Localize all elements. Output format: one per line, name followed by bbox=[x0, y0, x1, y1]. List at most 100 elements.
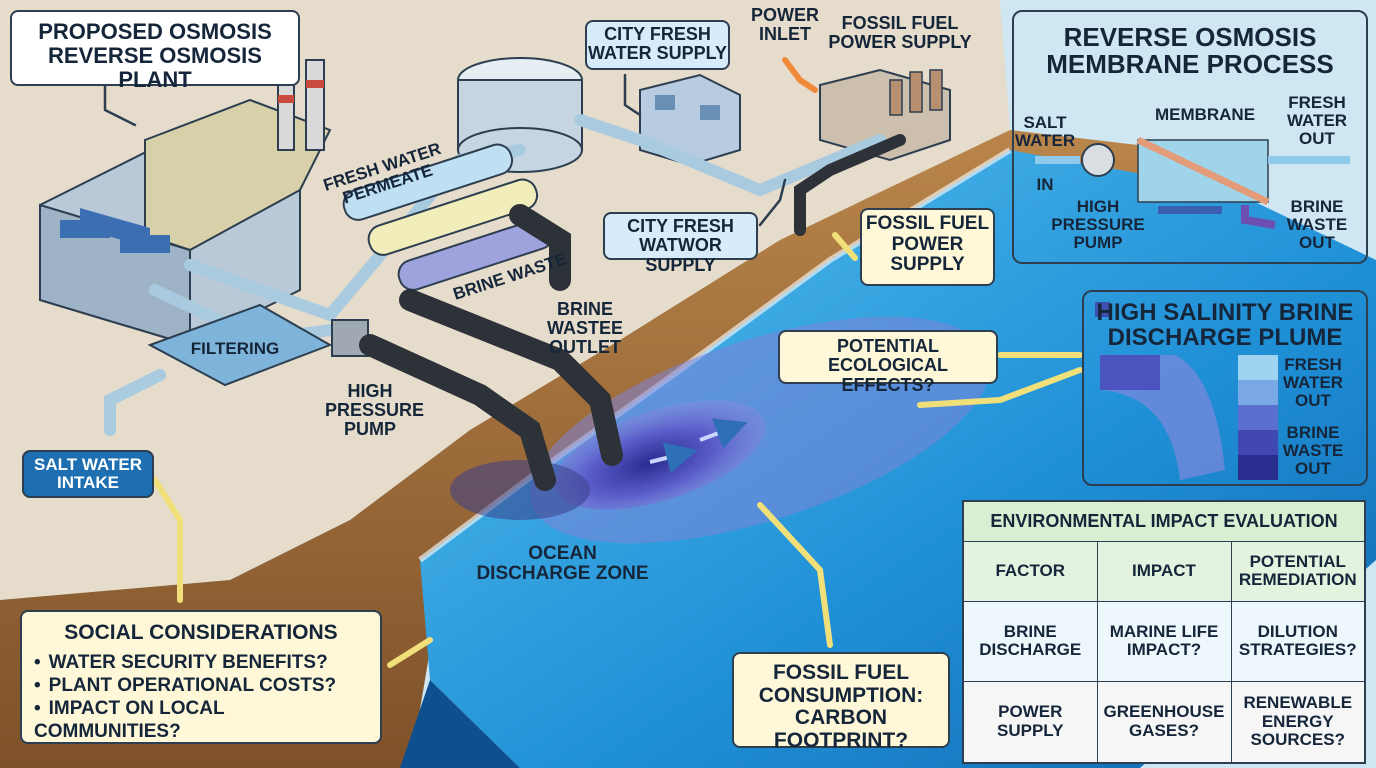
fossil-supply-box-line-2: POWER bbox=[891, 233, 964, 255]
fossil-consumption-line-2: CONSUMPTION: bbox=[758, 683, 924, 707]
power-inlet-line-1: POWER bbox=[750, 5, 819, 25]
city-supply-top-line-1: CITY FRESH bbox=[604, 24, 711, 44]
membrane-pump-label: HIGH PRESSURE PUMP bbox=[1048, 198, 1148, 252]
table-caption-row: ENVIRONMENTAL IMPACT EVALUATION bbox=[962, 500, 1366, 542]
membrane-pump-line-1: HIGH bbox=[1076, 197, 1120, 216]
plume-brine-out-label: BRINE WASTE OUT bbox=[1280, 424, 1346, 478]
fossil-supply-top-line-1: FOSSIL FUEL bbox=[841, 13, 959, 33]
plume-brine-line-2: WASTE bbox=[1282, 440, 1344, 460]
fossil-supply-top-label: FOSSIL FUEL POWER SUPPLY bbox=[825, 14, 975, 52]
plume-title-line-2: DISCHARGE PLUME bbox=[1107, 324, 1343, 352]
membrane-label: MEMBRANE bbox=[1154, 105, 1256, 124]
impact-evaluation-table: ENVIRONMENTAL IMPACT EVALUATION FACTOR I… bbox=[962, 500, 1366, 764]
social-item: IMPACT ON LOCAL COMMUNITIES? bbox=[34, 697, 368, 743]
membrane-fresh-line-3: OUT bbox=[1299, 128, 1335, 148]
plume-panel-graphics bbox=[1095, 302, 1278, 480]
table-header: IMPACT bbox=[1096, 540, 1232, 602]
ocean-zone-line-1: OCEAN bbox=[528, 543, 597, 564]
table-row: POWER SUPPLY GREENHOUSE GASES? RENEWABLE… bbox=[962, 680, 1366, 764]
salt-intake-line-2: INTAKE bbox=[56, 473, 119, 493]
plume-arrow-1 bbox=[649, 442, 698, 474]
table-cell: RENEWABLE ENERGY SOURCES? bbox=[1230, 680, 1366, 764]
fossil-supply-box: FOSSIL FUEL POWER SUPPLY bbox=[860, 208, 995, 286]
membrane-brine-line-2: WASTE bbox=[1286, 214, 1348, 234]
plant-title-line-1: PROPOSED OSMOSIS bbox=[38, 19, 272, 44]
ecological-line-2: ECOLOGICAL EFFECTS? bbox=[828, 355, 948, 395]
membrane-salt-line-2: WATER bbox=[1015, 130, 1076, 150]
membrane-brine-line-1: BRINE bbox=[1290, 197, 1344, 216]
membrane-fresh-line-2: WATER bbox=[1286, 110, 1348, 130]
pump-line-3: PUMP bbox=[343, 418, 396, 439]
ro-plant-building bbox=[39, 59, 332, 347]
city-supply-box-line-2: WATWOR SUPPLY bbox=[639, 235, 722, 275]
brine-pipes bbox=[359, 204, 623, 491]
membrane-panel-title: REVERSE OSMOSIS MEMBRANE PROCESS bbox=[1014, 22, 1366, 80]
table-cell: MARINE LIFE IMPACT? bbox=[1096, 600, 1232, 682]
membrane-fresh-out-label: FRESH WATER OUT bbox=[1284, 94, 1350, 148]
pump-label: HIGH PRESSURE PUMP bbox=[325, 381, 425, 439]
callout-arrows bbox=[103, 57, 1083, 668]
table-row: BRINE DISCHARGE MARINE LIFE IMPACT? DILU… bbox=[962, 600, 1366, 682]
membrane-panel-graphics bbox=[1035, 136, 1350, 229]
ecological-box: POTENTIAL ECOLOGICAL EFFECTS? bbox=[778, 330, 998, 395]
filtering-label: FILTERING bbox=[190, 339, 280, 358]
ocean-front-face bbox=[400, 680, 520, 768]
fossil-supply-box-line-3: SUPPLY bbox=[890, 254, 965, 276]
filtering-basin bbox=[147, 303, 333, 387]
brine-outlet-line-1: BRINE bbox=[556, 299, 613, 319]
plume-fresh-out-label: FRESH WATER OUT bbox=[1280, 356, 1346, 410]
plume-brine-line-3: OUT bbox=[1295, 458, 1331, 478]
fossil-consumption-line-3: CARBON FOOTPRINT? bbox=[773, 706, 909, 753]
city-supply-top-label: CITY FRESH WATER SUPPLY bbox=[585, 20, 730, 70]
membrane-pump-line-3: PUMP bbox=[1073, 232, 1123, 252]
plant-title-line-2: REVERSE OSMOSIS PLANT bbox=[48, 42, 262, 92]
plume-panel: HIGH SALINITY BRINE DISCHARGE PLUME bbox=[1082, 290, 1368, 486]
membrane-brine-line-3: OUT bbox=[1299, 232, 1335, 252]
membrane-brine-out-label: BRINE WASTE OUT bbox=[1284, 198, 1350, 252]
table-cell: GREENHOUSE GASES? bbox=[1096, 680, 1232, 764]
plume-fresh-line-2: WATER bbox=[1282, 372, 1344, 392]
membrane-title-line-2: MEMBRANE PROCESS bbox=[1046, 49, 1334, 80]
social-considerations-box: SOCIAL CONSIDERATIONS WATER SECURITY BEN… bbox=[20, 610, 382, 744]
social-item: WATER SECURITY BENEFITS? bbox=[34, 651, 368, 674]
city-supply-box-line-1: CITY FRESH bbox=[627, 216, 734, 236]
social-item: PLANT OPERATIONAL COSTS? bbox=[34, 674, 368, 697]
plume-panel-title: HIGH SALINITY BRINE DISCHARGE PLUME bbox=[1084, 299, 1366, 352]
plume-fresh-line-3: OUT bbox=[1295, 390, 1331, 410]
fossil-power-plant bbox=[819, 68, 951, 162]
fossil-supply-top-line-2: POWER SUPPLY bbox=[828, 31, 972, 52]
pump-line-2: PRESSURE bbox=[325, 399, 425, 420]
brine-outlet-line-2: WASTEE bbox=[546, 317, 623, 338]
plume-brine-line-1: BRINE bbox=[1286, 423, 1340, 442]
membrane-pump-line-2: PRESSURE bbox=[1051, 214, 1145, 234]
table-header: FACTOR bbox=[962, 540, 1098, 602]
brine-outlet-label: BRINE WASTEE OUTLET bbox=[535, 300, 635, 357]
membrane-title-line-1: REVERSE OSMOSIS bbox=[1063, 22, 1317, 52]
fossil-consumption-line-1: FOSSIL FUEL bbox=[772, 661, 910, 684]
table-cell: DILUTION STRATEGIES? bbox=[1230, 600, 1366, 682]
membrane-in-label: IN bbox=[1036, 175, 1054, 194]
left-discharge-shadow bbox=[450, 460, 590, 520]
social-list: WATER SECURITY BENEFITS? PLANT OPERATION… bbox=[34, 651, 368, 744]
table-header-row: FACTOR IMPACT POTENTIAL REMEDIATION bbox=[962, 540, 1366, 602]
plume-title-line-1: HIGH SALINITY BRINE bbox=[1096, 299, 1354, 326]
plant-title-label: PROPOSED OSMOSIS REVERSE OSMOSIS PLANT bbox=[10, 10, 300, 91]
membrane-salt-water-label: SALT WATER bbox=[1015, 114, 1075, 150]
power-inlet-label: POWER INLET bbox=[745, 6, 825, 44]
table-header: POTENTIAL REMEDIATION bbox=[1230, 540, 1366, 602]
table-cell: POWER SUPPLY bbox=[962, 680, 1098, 764]
table-title: ENVIRONMENTAL IMPACT EVALUATION bbox=[962, 500, 1366, 542]
fossil-power-line bbox=[794, 134, 906, 236]
salt-intake-box: SALT WATER INTAKE bbox=[22, 450, 154, 498]
membrane-tubes bbox=[342, 143, 554, 291]
plume-arrow-2 bbox=[699, 418, 748, 449]
membrane-salt-line-1: SALT bbox=[1023, 113, 1067, 132]
brine-outlet-line-3: OUTLET bbox=[549, 336, 621, 357]
city-supply-top-line-2: WATER SUPPLY bbox=[587, 43, 728, 64]
membrane-process-panel: REVERSE OSMOSIS MEMBRANE PROCESS bbox=[1012, 10, 1368, 264]
plume-fresh-line-1: FRESH bbox=[1284, 355, 1342, 374]
pump-line-1: HIGH bbox=[347, 381, 393, 401]
ocean-zone-label: OCEAN DISCHARGE ZONE bbox=[470, 544, 655, 584]
ocean-zone-line-2: DISCHARGE ZONE bbox=[476, 562, 649, 584]
